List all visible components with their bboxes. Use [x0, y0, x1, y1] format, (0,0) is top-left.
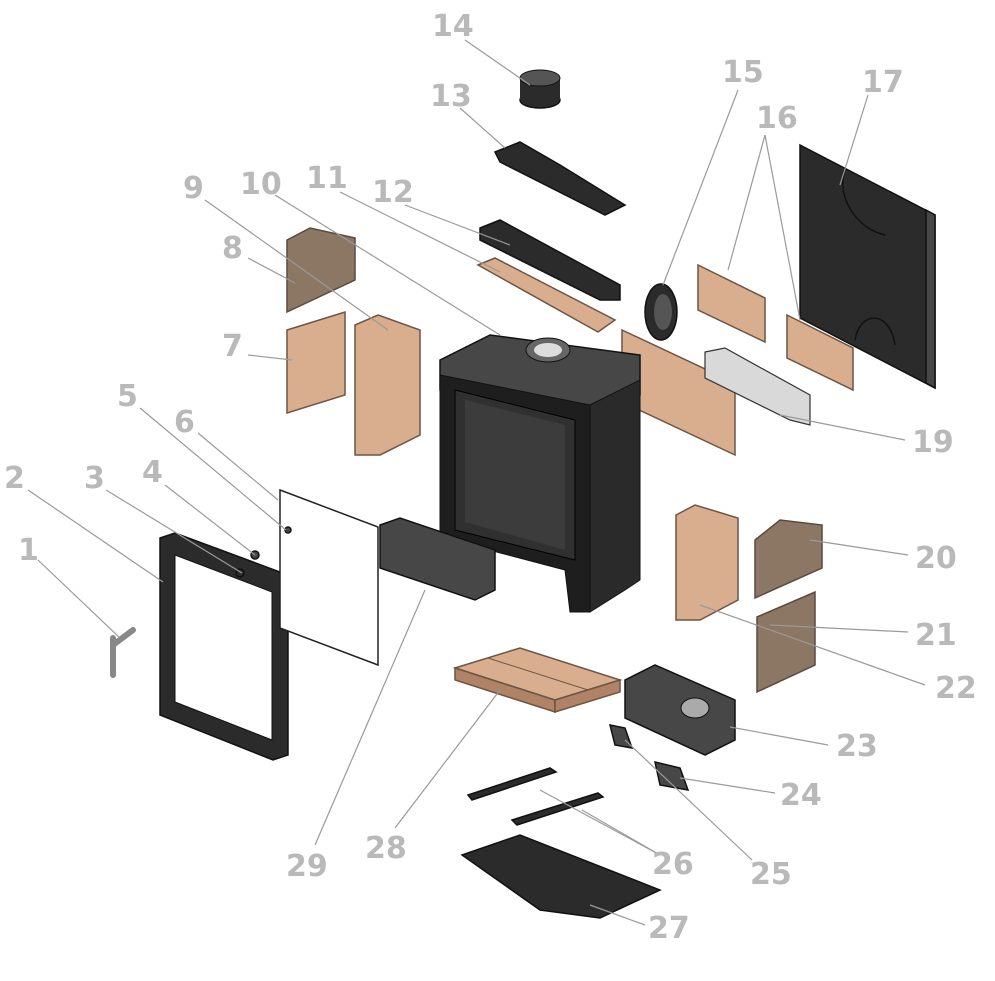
part-23-air-plate: [624, 664, 736, 756]
part-22-side-brick: [675, 504, 739, 621]
part-28-base-bricks: [452, 647, 623, 714]
part-26-rail-b: [510, 792, 605, 826]
part-12-baffle-bracket: [479, 219, 621, 301]
label-19: 19: [912, 425, 954, 460]
part-17-back-panel: [799, 143, 936, 390]
label-1: 1: [18, 533, 39, 568]
part-24-clip: [654, 760, 690, 791]
label-8: 8: [222, 231, 243, 266]
label-10: 10: [240, 167, 282, 202]
part-8-side-brick: [286, 227, 356, 314]
label-24: 24: [780, 778, 822, 813]
label-28: 28: [365, 831, 407, 866]
label-29: 29: [286, 849, 328, 884]
part-20-side-brick: [754, 519, 823, 600]
part-6-door-glass: [279, 488, 379, 667]
part-21-side-brick: [756, 590, 816, 694]
part-9-side-brick: [354, 314, 421, 456]
leader-lines: [27, 39, 926, 926]
part-5-screw: [284, 526, 292, 534]
label-22: 22: [935, 671, 977, 706]
label-26: 26: [652, 847, 694, 882]
label-23: 23: [836, 729, 878, 764]
part-19-steel-channel: [704, 347, 811, 426]
part-25-clip: [608, 724, 634, 749]
label-9: 9: [183, 171, 204, 206]
part-16-brick-b: [786, 313, 854, 392]
part-11-baffle-brick: [476, 257, 617, 333]
part-16-brick-a: [697, 263, 766, 344]
label-15: 15: [722, 55, 764, 90]
part-15-spigot-ring: [644, 283, 678, 341]
part-14-flue-collar: [519, 69, 561, 109]
part-2-door-frame: [159, 532, 289, 761]
part-10-stove-body: [439, 334, 641, 613]
part-1-door-handle: [110, 627, 136, 678]
part-13-baffle-plate: [493, 141, 627, 216]
label-7: 7: [222, 329, 243, 364]
label-20: 20: [915, 541, 957, 576]
part-29-front-grate: [379, 517, 496, 601]
label-21: 21: [915, 618, 957, 653]
label-27: 27: [648, 911, 690, 946]
part-26-rail-a: [466, 767, 558, 801]
label-25: 25: [750, 857, 792, 892]
label-12: 12: [372, 175, 414, 210]
label-16: 16: [756, 101, 798, 136]
label-4: 4: [142, 455, 163, 490]
label-13: 13: [430, 79, 472, 114]
label-2: 2: [4, 461, 25, 496]
label-3: 3: [84, 461, 105, 496]
label-17: 17: [862, 65, 904, 100]
part-27-base-plate: [460, 834, 662, 919]
part-number-labels: 1 2 3 4 5 6 7 8 9 10 11 12 13 14 15 16 1…: [4, 9, 977, 946]
label-5: 5: [117, 379, 138, 414]
label-14: 14: [432, 9, 474, 44]
part-7-side-brick: [286, 310, 346, 415]
label-11: 11: [306, 161, 348, 196]
label-6: 6: [174, 405, 195, 440]
